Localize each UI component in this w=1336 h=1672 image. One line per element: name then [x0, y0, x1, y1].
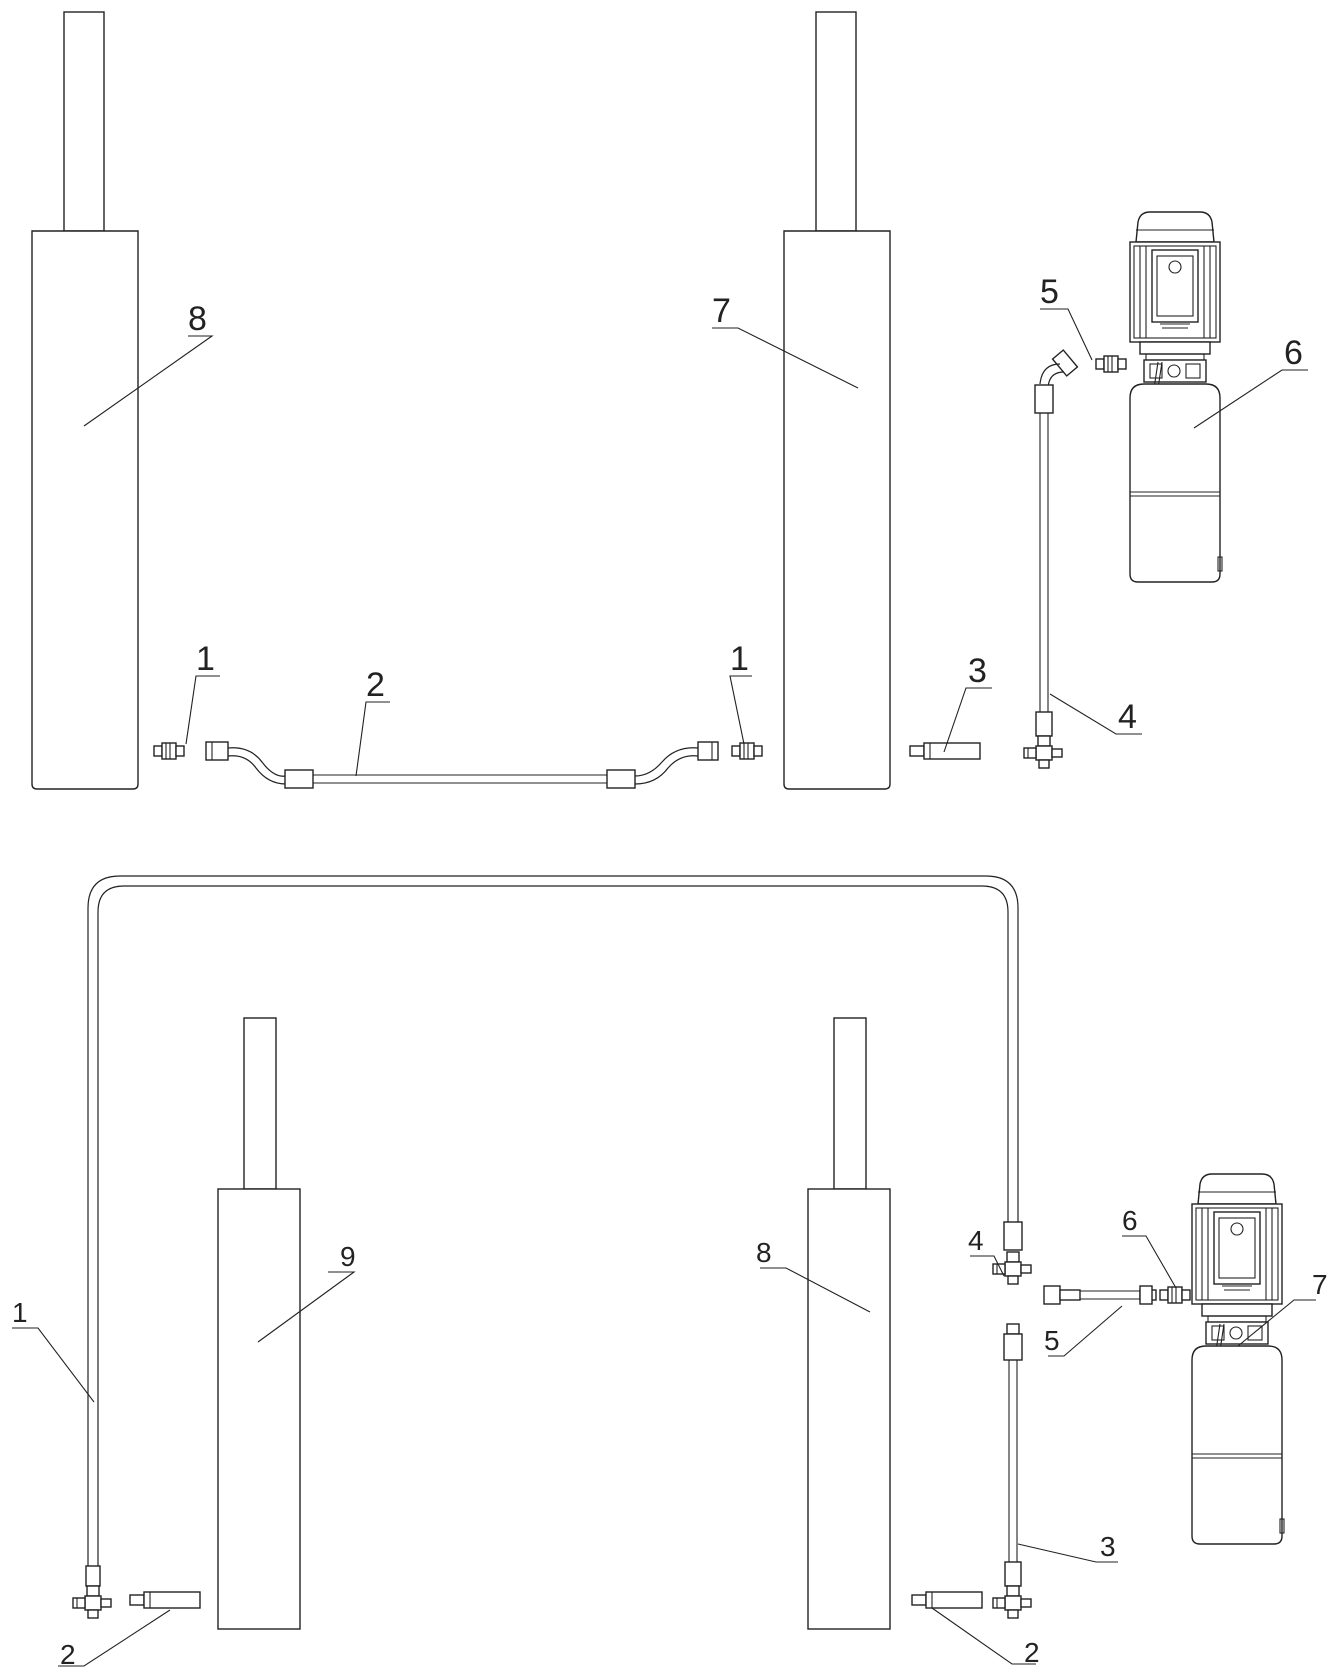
hose-3-bottom: [1003, 1323, 1023, 1587]
adapter-2-bottom-right: [911, 1591, 983, 1609]
top-callout-5: 5: [1040, 273, 1059, 311]
top-callout-6: 6: [1284, 334, 1303, 372]
top-callout-1-left: 1: [196, 640, 215, 678]
fitting-6-bottom: [1159, 1286, 1191, 1304]
cylinder-8-top: [31, 11, 139, 790]
top-callout-3: 3: [968, 652, 987, 690]
cylinder-7-top: [783, 11, 891, 790]
fitting-1-right: [731, 742, 763, 760]
bottom-callout-7: 7: [1312, 1269, 1328, 1300]
fitting-1-left: [153, 742, 185, 760]
bottom-figure: 1 2 9 8 4 5 6 7 3 2: [12, 875, 1328, 1670]
power-unit-7-bottom: [1191, 1173, 1285, 1545]
bottom-callout-2-right: 2: [1024, 1637, 1040, 1668]
tee-1-bottom-left: [72, 1585, 112, 1619]
bottom-callout-1: 1: [12, 1297, 28, 1328]
hose-4-top: [1034, 349, 1079, 737]
tee-4-bottom: [992, 1251, 1032, 1285]
top-callout-8: 8: [188, 300, 207, 338]
top-callout-2: 2: [366, 666, 385, 704]
bottom-callout-6: 6: [1122, 1205, 1138, 1236]
cylinder-9-bottom: [217, 1017, 301, 1630]
hose-5-bottom: [1043, 1285, 1157, 1305]
bottom-callout-4: 4: [968, 1225, 984, 1256]
top-callout-1-right: 1: [730, 640, 749, 678]
bottom-callout-9: 9: [340, 1241, 356, 1272]
adapter-3-top: [909, 742, 981, 760]
power-unit-6-top: [1129, 211, 1223, 583]
top-callout-7: 7: [712, 292, 731, 330]
top-callout-4: 4: [1118, 698, 1137, 736]
fitting-5-top: [1095, 355, 1127, 373]
bottom-callout-3: 3: [1100, 1531, 1116, 1562]
bottom-callout-2-left: 2: [60, 1639, 76, 1670]
adapter-2-bottom-left: [129, 1591, 201, 1609]
bottom-callout-8: 8: [756, 1237, 772, 1268]
hose-2-top: [205, 741, 719, 789]
cylinder-8-bottom: [807, 1017, 891, 1630]
bottom-callout-5: 5: [1044, 1325, 1060, 1356]
tee-4-top: [1023, 735, 1063, 769]
top-figure: 8 7 5 6 1 2 1 3 4: [31, 11, 1308, 790]
tee-3-bottom: [992, 1585, 1032, 1619]
